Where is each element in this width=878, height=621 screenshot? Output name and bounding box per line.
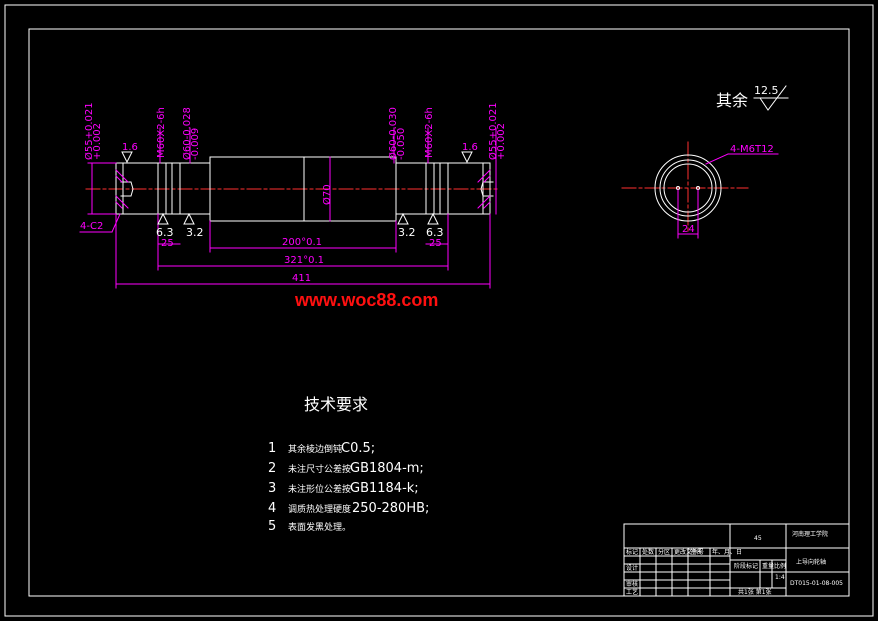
roughness-value: 12.5 xyxy=(754,84,779,97)
req-3-value: GB1184-k; xyxy=(350,481,419,496)
tb-school: 河南理工学院 xyxy=(792,530,828,538)
req-5-num: 5 xyxy=(268,519,276,534)
rough-left-text: 1.6 xyxy=(122,142,138,153)
len-25-left: 25 xyxy=(161,238,174,249)
watermark: www.woc88.com xyxy=(295,290,439,310)
requirements-heading: 技术要求 xyxy=(304,395,368,414)
dim-right-d60: Ø60-0.030 xyxy=(387,107,399,160)
rough-63-right: 6.3 xyxy=(426,226,444,239)
tb-row-2: 审核 xyxy=(626,580,638,588)
req-3-label: 未注形位公差按 xyxy=(288,483,351,495)
dim-left-d60: Ø60-0.028 xyxy=(181,107,193,160)
dim-left-d60-tol: -0.009 xyxy=(190,128,201,160)
dim-left-d55: Ø55+0.021 xyxy=(83,102,95,160)
dim-left-d55-tol: +0.002 xyxy=(92,123,103,160)
main-view-dimensions xyxy=(79,127,497,289)
req-2-num: 2 xyxy=(268,461,276,476)
tb-weight: 重量 xyxy=(762,562,774,570)
technical-requirements: 技术要求 1 其余棱边倒钝 C0.5; 2 未注尺寸公差按 GB1804-m; … xyxy=(268,395,429,534)
tb-scale: 1:4 xyxy=(775,574,785,581)
tb-row-1: 设计 xyxy=(626,564,638,572)
len-411: 411 xyxy=(292,273,311,284)
dim-right-thread: M60X2-6h xyxy=(424,107,435,158)
req-5-label: 表面发黑处理。 xyxy=(288,521,351,533)
dim-center-d70: Ø70 xyxy=(321,184,333,205)
hole-callout: 4-M6T12 xyxy=(730,144,774,155)
dim-right-d60-tol: -0.050 xyxy=(396,128,407,160)
dim-24: 24 xyxy=(682,224,695,235)
dim-right-d55: Ø55+0.021 xyxy=(487,102,499,160)
tb-sheet: 共1张 第1张 xyxy=(738,588,772,596)
tb-stage: 阶段标记 xyxy=(734,562,758,570)
rough-right-text: 1.6 xyxy=(462,142,478,153)
tb-hdr-3: 签名 xyxy=(690,548,702,556)
rough-32-left: 3.2 xyxy=(186,226,204,239)
len-25-right: 25 xyxy=(429,238,442,249)
rough-32-right: 3.2 xyxy=(398,226,416,239)
side-outer-circle xyxy=(654,154,722,222)
rough-63-left: 6.3 xyxy=(156,226,174,239)
req-1-value: C0.5; xyxy=(341,441,375,456)
req-4-value: 250-280HB; xyxy=(352,501,429,516)
rough-left-1-6 xyxy=(121,151,133,164)
tb-row-0: 标记 xyxy=(626,548,638,556)
roughness-symbol xyxy=(753,85,789,111)
tb-part-name: 上导向轮轴 xyxy=(796,558,826,566)
dim-right-d55-tol: +0.002 xyxy=(496,123,507,160)
tb-hdr-4: 年、月、日 xyxy=(712,548,742,556)
tb-hdr-1: 分区 xyxy=(658,548,670,556)
len-200: 200°0.1 xyxy=(282,237,322,248)
req-4-label: 调质热处理硬度 xyxy=(288,503,351,515)
main-view-labels: Ø55+0.021 +0.002 M60X2-6h Ø60-0.028 -0.0… xyxy=(80,102,507,284)
right-journal xyxy=(447,162,491,215)
tb-hdr-0: 处数 xyxy=(642,548,654,556)
shaft-main-view xyxy=(85,156,501,222)
tb-drawing-no: DT015-01-08-005 xyxy=(790,580,843,587)
req-3-num: 3 xyxy=(268,481,276,496)
side-view: 4-M6T12 24 其余 12.5 xyxy=(621,84,789,239)
rough-right-1-6 xyxy=(461,151,473,164)
title-block: 45 河南理工学院 上导向轮轴 DT015-01-08-005 共1张 第1张 … xyxy=(623,523,850,597)
req-2-value: GB1804-m; xyxy=(350,461,424,476)
req-4-num: 4 xyxy=(268,501,276,516)
len-321: 321°0.1 xyxy=(284,255,324,266)
chamfer-label: 4-C2 xyxy=(80,221,103,232)
req-1-label: 其余棱边倒钝 xyxy=(288,443,342,455)
req-1-num: 1 xyxy=(268,441,276,456)
tb-material: 45 xyxy=(754,535,762,542)
dim-left-thread: M60X2-6h xyxy=(156,107,167,158)
right-keyway xyxy=(480,181,494,197)
inner-border xyxy=(28,28,850,597)
tb-hdr-2: 更改文件号 xyxy=(674,548,704,556)
outer-border xyxy=(4,4,874,617)
roughness-prefix: 其余 xyxy=(716,91,748,110)
tb-row-3: 工艺 xyxy=(626,588,638,596)
tb-scale-label: 比例 xyxy=(774,562,786,570)
req-2-label: 未注尺寸公差按 xyxy=(288,463,351,475)
